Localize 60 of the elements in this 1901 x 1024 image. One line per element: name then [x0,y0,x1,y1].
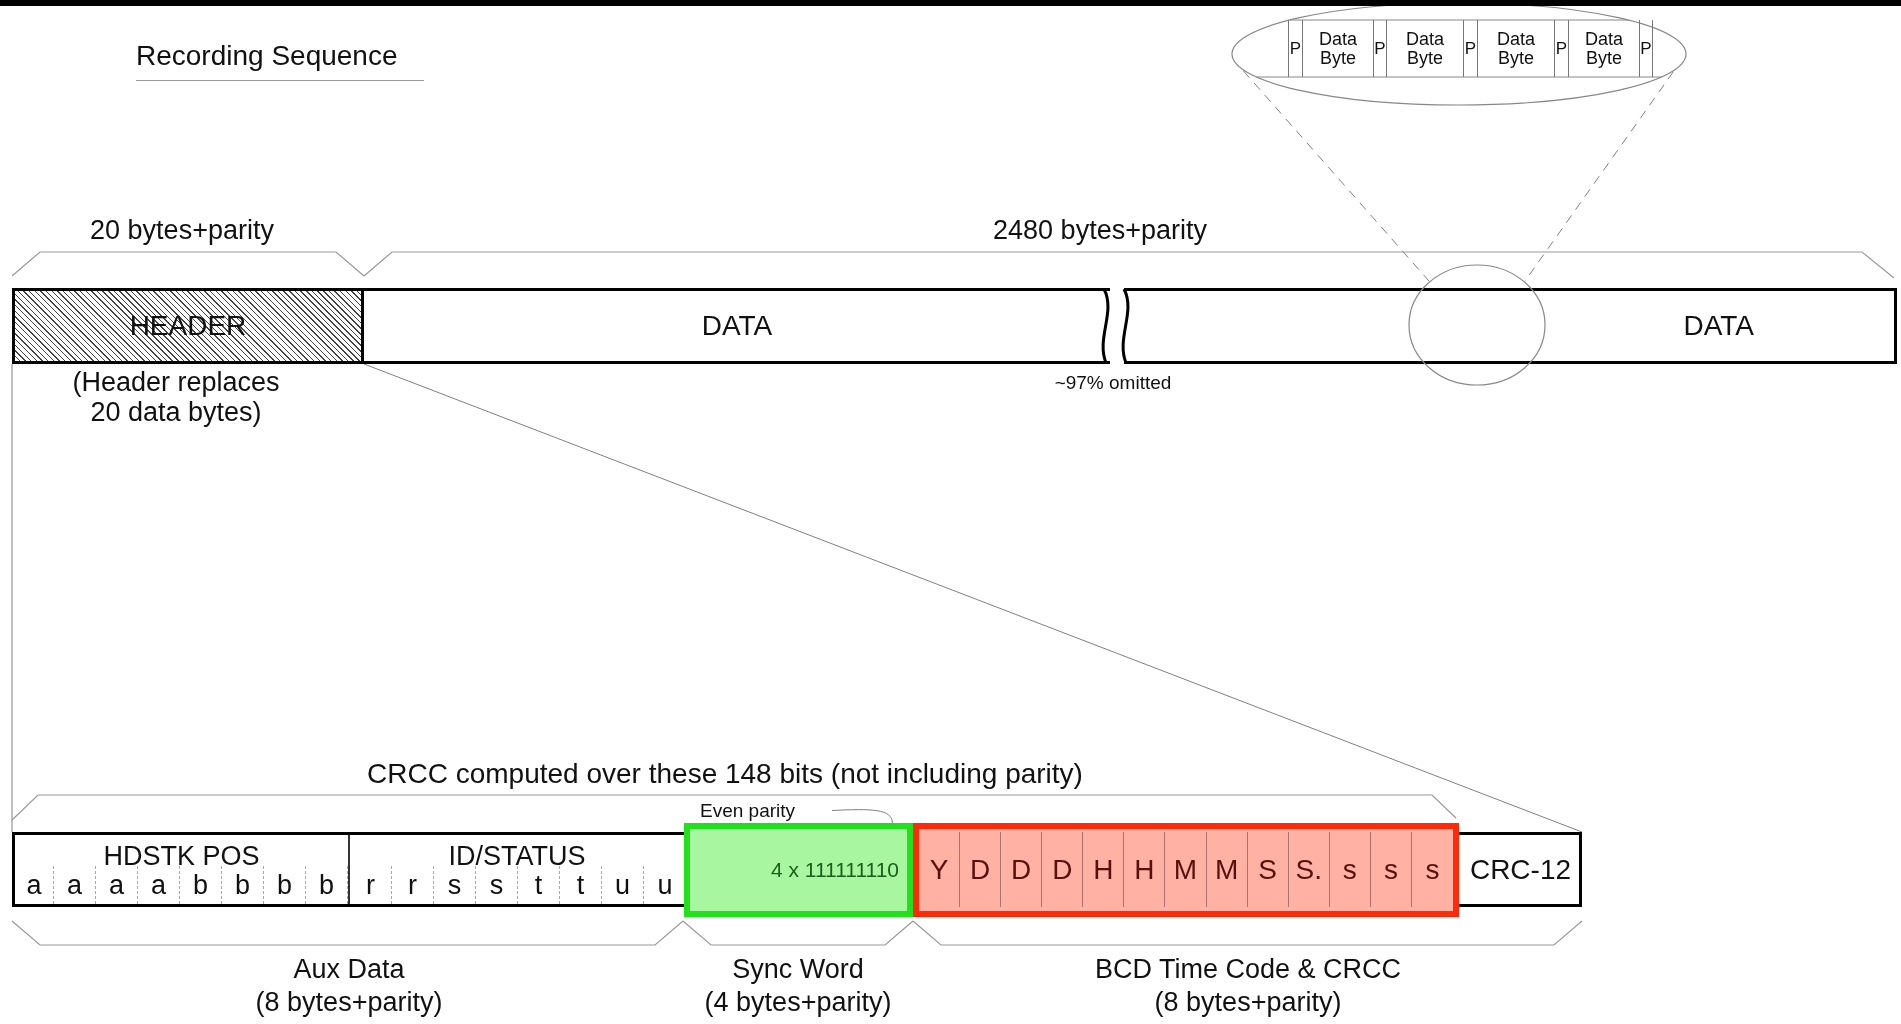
bit-cell: u [602,866,644,904]
label: Aux Data [293,955,405,985]
bit-cell: a [54,866,96,904]
data-byte-cell: Data Byte [1477,20,1554,77]
label: (8 bytes+parity) [255,988,443,1018]
data-byte-cell: Data Byte [1568,20,1639,77]
label: (4 bytes+parity) [704,988,892,1018]
data-byte-cell: Data Byte [1386,20,1463,77]
label: BCD Time Code & CRCC [1094,955,1402,985]
parity-cell: P [1554,20,1568,77]
time-code-field [913,823,1459,917]
data-byte-cell: Data Byte [1302,20,1373,77]
bit-cell: a [138,866,180,904]
header-note: (Header replaces 20 data bytes) [71,368,281,428]
time-code-cell: D [1001,832,1043,907]
zoom-line [363,363,1583,833]
bit-cell: t [560,866,602,904]
time-code-cell: S [1247,832,1289,907]
bit-cell: a [15,866,54,904]
parity-cell: P [1288,20,1302,77]
time-code-cell: M [1165,832,1207,907]
label: 20 bytes+parity [90,216,274,246]
magnifier-circle [1408,264,1546,386]
bit-cell: r [350,866,392,904]
bit-cell: a [96,866,138,904]
time-code-cell: Y [919,832,961,907]
bit-cell: s [476,866,518,904]
data-segment: DATA [1124,288,1897,364]
bit-cell: b [264,866,306,904]
parity-cell: P [1463,20,1477,77]
time-code-cell: s [1411,832,1453,907]
time-code-cell: s [1370,832,1412,907]
label: (8 bytes+parity) [1154,988,1342,1018]
bit-cell: u [644,866,686,904]
time-code-cell: M [1206,832,1248,907]
crc-field: CRC-12 [1459,832,1582,907]
time-code-cell: H [1083,832,1125,907]
bit-cell: s [434,866,476,904]
bit-cell: r [392,866,434,904]
label: 2480 bytes+parity [993,216,1207,246]
time-code-cell: D [960,832,1002,907]
label: Sync Word [732,955,864,985]
time-code-cell: s [1329,832,1371,907]
title: Recording Sequence [136,40,424,81]
annotation: Even parity [700,799,832,822]
bit-cell: b [222,866,264,904]
time-code-cell: D [1042,832,1084,907]
parity-cell: P [1373,20,1386,77]
label: CRCC computed over these 148 bits (not including parity) [367,759,1083,790]
time-code-cell: S. [1288,832,1330,907]
parity-cell: P [1639,20,1653,77]
data-segment: DATA [364,288,1110,364]
sync-word-field: 4 x 111111110 [684,823,913,917]
bit-cell: b [180,866,222,904]
label: ~97% omitted [1054,373,1172,394]
leader-line [831,809,893,824]
bit-cell: t [518,866,560,904]
zoom-line [11,363,13,833]
time-code-cell: H [1124,832,1166,907]
zoom-line [1242,70,1430,282]
